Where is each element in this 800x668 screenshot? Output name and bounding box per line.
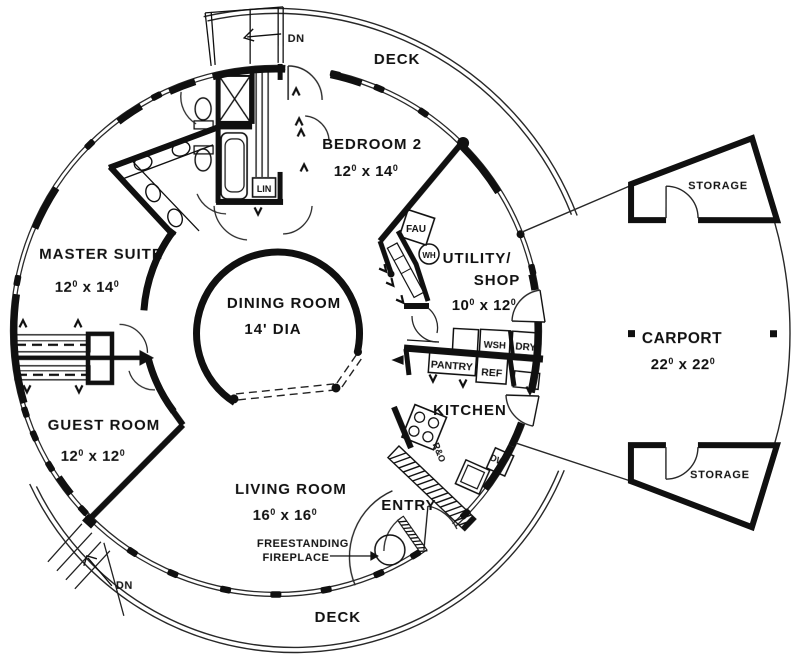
svg-text:SHOP: SHOP [474,272,521,289]
svg-text:LIN: LIN [257,184,272,194]
svg-text:DECK: DECK [315,609,362,626]
svg-text:KITCHEN: KITCHEN [433,402,507,419]
svg-text:FREESTANDING: FREESTANDING [257,538,349,550]
svg-text:BEDROOM 2: BEDROOM 2 [322,136,422,153]
svg-text:LIVING ROOM: LIVING ROOM [235,481,347,498]
svg-text:DINING ROOM: DINING ROOM [227,295,341,312]
svg-text:160 x 160: 160 x 160 [253,507,318,524]
svg-text:REF: REF [481,366,503,379]
svg-text:DECK: DECK [374,51,421,68]
svg-text:14' DIA: 14' DIA [244,321,301,338]
svg-text:UTILITY/: UTILITY/ [443,250,512,267]
svg-text:MASTER SUITE: MASTER SUITE [39,246,163,263]
svg-text:220 x 220: 220 x 220 [651,356,716,373]
svg-text:WH: WH [422,251,436,260]
svg-text:120 x 140: 120 x 140 [334,163,399,180]
svg-text:120 x 140: 120 x 140 [55,279,120,296]
svg-text:GUEST ROOM: GUEST ROOM [48,417,161,434]
svg-text:STORAGE: STORAGE [688,180,748,192]
svg-text:FAU: FAU [406,224,426,235]
svg-text:WSH: WSH [483,340,506,352]
svg-text:DN: DN [288,33,305,45]
svg-text:ENTRY: ENTRY [381,497,436,514]
svg-text:100 x 120: 100 x 120 [452,297,517,314]
svg-text:DRY: DRY [515,341,537,353]
svg-text:STORAGE: STORAGE [690,469,750,481]
svg-text:FIREPLACE: FIREPLACE [262,552,329,564]
svg-text:CARPORT: CARPORT [642,330,722,347]
svg-text:120 x 120: 120 x 120 [61,448,126,465]
svg-text:DN: DN [116,580,133,592]
